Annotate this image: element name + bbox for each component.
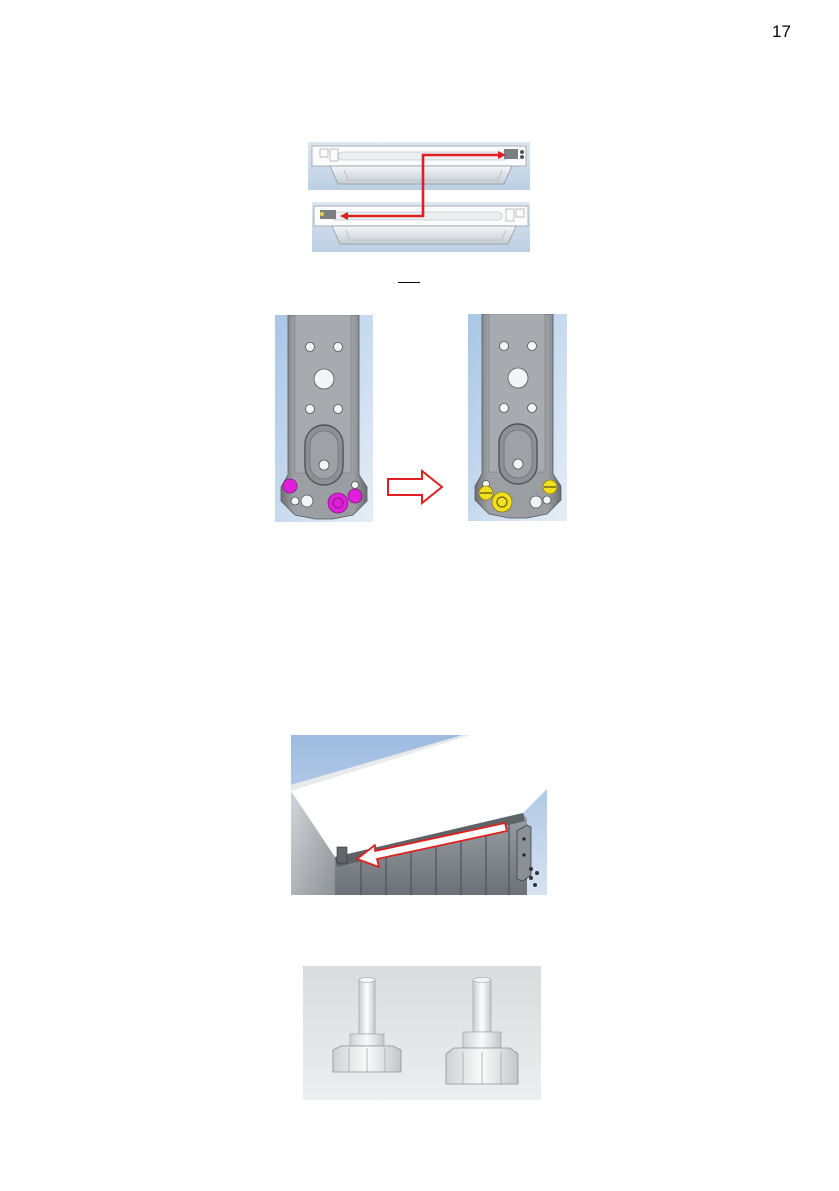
upper-door-panel [308, 142, 530, 190]
lower-door-panel [312, 202, 530, 252]
separator-mark [398, 282, 420, 283]
lower-handle-bracket [320, 210, 336, 219]
handle-transfer-figure [308, 140, 530, 255]
removed-hinge-bracket [517, 825, 531, 881]
adjustable-feet-figure [303, 966, 541, 1100]
hinge-bracket-after [468, 314, 567, 521]
top-cover-figure [291, 735, 547, 895]
hinge-bracket-before [275, 315, 373, 522]
page-number: 17 [772, 22, 791, 42]
swap-arrow [386, 469, 444, 505]
